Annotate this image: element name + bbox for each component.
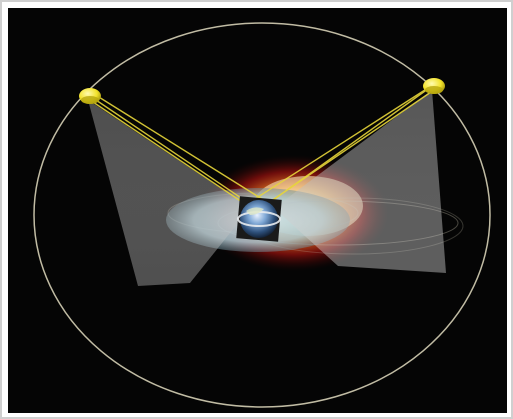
left-view-cone — [88, 100, 250, 286]
satellite-left-icon — [79, 88, 101, 104]
right-view-cone — [274, 90, 446, 273]
earth-icon — [236, 196, 282, 242]
scene-svg — [33, 22, 491, 408]
satellite-right-icon — [423, 78, 445, 94]
beam-lines — [89, 85, 435, 215]
space-scene — [8, 8, 507, 413]
orbit-ring — [33, 22, 491, 408]
